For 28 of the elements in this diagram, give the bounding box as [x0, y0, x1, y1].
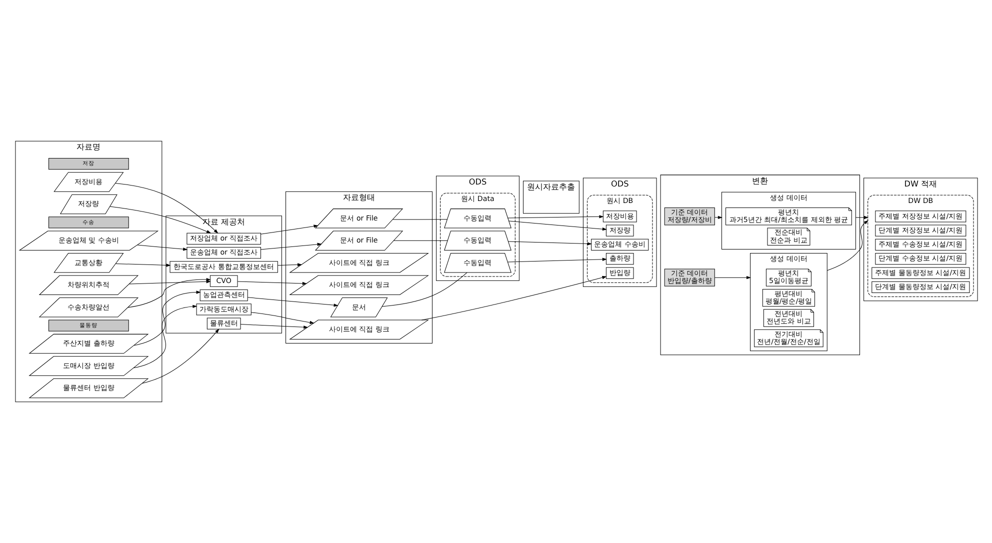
arrow: [236, 281, 306, 286]
arrow: [240, 324, 308, 329]
arrow: [128, 280, 210, 284]
arrow: [114, 263, 170, 267]
arrow: [714, 276, 751, 280]
arrow: [508, 220, 606, 231]
arrow: [141, 328, 219, 384]
arrow: [714, 216, 722, 220]
arrow: [136, 244, 188, 251]
arrow: [420, 276, 606, 320]
arrow: [854, 216, 868, 220]
node-box: 원시자료추출: [522, 180, 579, 214]
connector: [381, 272, 467, 307]
arrow: [246, 297, 338, 307]
arrow: [250, 312, 314, 324]
arrow: [114, 182, 218, 234]
arrow: [127, 278, 210, 308]
arrow: [507, 215, 604, 218]
arrow: [826, 220, 868, 271]
connector: [392, 240, 448, 241]
arrow: [133, 290, 200, 346]
arrow: [260, 242, 322, 250]
arrow: [260, 224, 318, 234]
arrow: [507, 258, 606, 262]
arrow: [277, 263, 302, 266]
connector: [392, 219, 447, 220]
arrow: [508, 241, 592, 246]
arrow: [132, 304, 197, 368]
